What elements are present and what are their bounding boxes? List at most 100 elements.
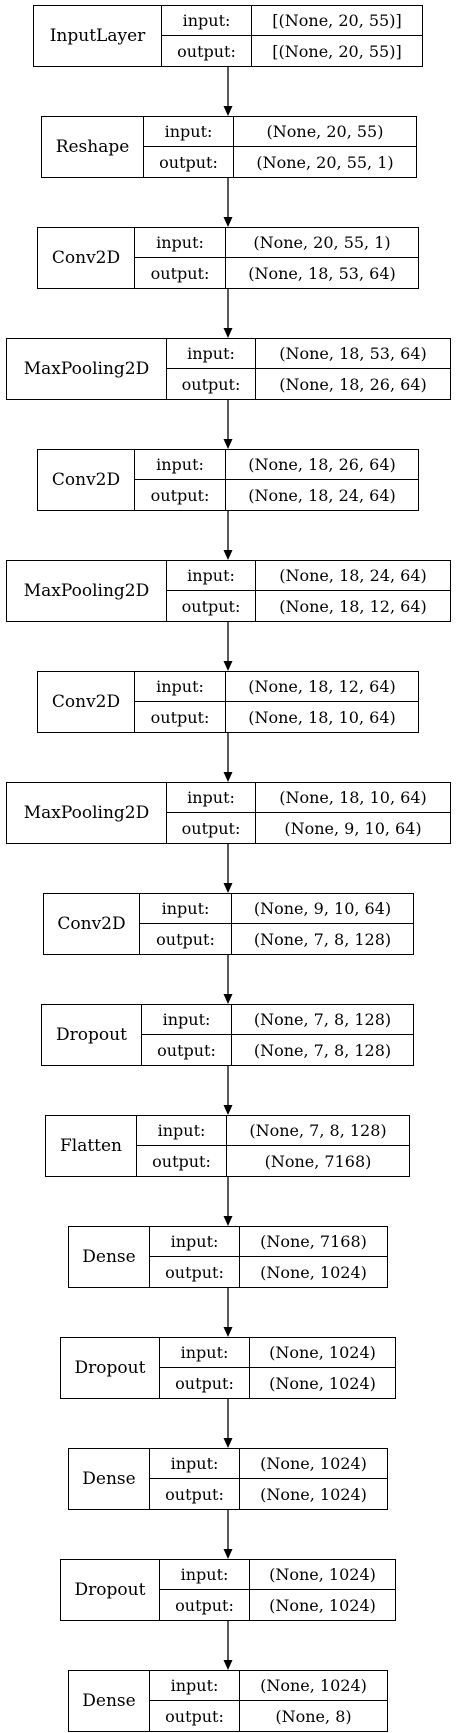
input-shape: (None, 7, 8, 128)	[232, 1005, 413, 1035]
input-shape: (None, 1024)	[250, 1338, 395, 1368]
output-shape: (None, 7168)	[264, 1151, 372, 1171]
arrowhead-icon	[223, 1216, 233, 1226]
arrowhead-icon	[223, 661, 233, 671]
input-shape: (None, 1024)	[240, 1449, 387, 1479]
layer-type: MaxPooling2D	[7, 561, 167, 621]
input-label: input:	[167, 561, 256, 591]
output-label: output:	[150, 1479, 240, 1509]
layer-type: InputLayer	[34, 6, 162, 66]
input-shape: (None, 20, 55)	[234, 117, 416, 147]
output-label: output:	[140, 924, 232, 954]
output-label: output:	[150, 1701, 240, 1731]
input-shape: (None, 18, 26, 64)	[226, 450, 418, 480]
layer-type: Conv2D	[38, 672, 135, 732]
arrowhead-icon	[223, 217, 233, 227]
output-shape: (None, 1024)	[269, 1373, 376, 1393]
output-shape: (None, 8)	[275, 1706, 352, 1726]
input-shape: (None, 7168)	[240, 1227, 387, 1257]
output-label: output:	[167, 369, 256, 399]
input-label: input:	[135, 672, 226, 702]
layer-type: Flatten	[46, 1116, 137, 1176]
output-shape: (None, 18, 26, 64)	[279, 374, 427, 394]
output-shape: (None, 9, 10, 64)	[284, 818, 422, 838]
input-label: input:	[144, 117, 234, 147]
input-label: input:	[167, 339, 256, 369]
input-shape: (None, 18, 24, 64)	[256, 561, 450, 591]
output-shape: (None, 1024)	[260, 1262, 367, 1282]
output-label: output:	[135, 702, 226, 732]
layer-type: Dense	[69, 1227, 150, 1287]
layer-type: MaxPooling2D	[7, 783, 167, 843]
input-shape: [(None, 20, 55)]	[252, 6, 422, 36]
layer-type: Conv2D	[38, 450, 135, 510]
arrowhead-icon	[223, 772, 233, 782]
input-label: input:	[150, 1227, 240, 1257]
arrowhead-icon	[223, 994, 233, 1004]
input-label: input:	[142, 1005, 232, 1035]
input-shape: (None, 18, 10, 64)	[256, 783, 450, 813]
input-shape: (None, 9, 10, 64)	[232, 894, 413, 924]
output-shape: (None, 7, 8, 128)	[253, 929, 392, 949]
input-label: input:	[167, 783, 256, 813]
layer-type: Dropout	[42, 1005, 142, 1065]
output-shape: (None, 1024)	[269, 1595, 376, 1615]
output-label: output:	[142, 1035, 232, 1065]
arrowhead-icon	[223, 439, 233, 449]
input-label: input:	[135, 228, 226, 258]
input-label: input:	[160, 1560, 250, 1590]
output-label: output:	[162, 36, 252, 66]
output-label: output:	[167, 813, 256, 843]
output-label: output:	[160, 1590, 250, 1620]
input-shape: (None, 18, 12, 64)	[226, 672, 418, 702]
input-label: input:	[135, 450, 226, 480]
layer-type: Dense	[69, 1671, 150, 1731]
input-label: input:	[160, 1338, 250, 1368]
arrowhead-icon	[223, 1549, 233, 1559]
arrowhead-icon	[223, 1660, 233, 1670]
output-shape: (None, 18, 12, 64)	[279, 596, 427, 616]
input-shape: (None, 7, 8, 128)	[227, 1116, 409, 1146]
output-shape: (None, 1024)	[260, 1484, 367, 1504]
layer-type: Conv2D	[38, 228, 135, 288]
output-shape: (None, 7, 8, 128)	[253, 1040, 392, 1060]
layer-type: Dense	[69, 1449, 150, 1509]
output-label: output:	[135, 258, 226, 288]
layer-type: MaxPooling2D	[7, 339, 167, 399]
output-label: output:	[135, 480, 226, 510]
layer-type: Reshape	[42, 117, 144, 177]
arrowhead-icon	[223, 328, 233, 338]
output-label: output:	[160, 1368, 250, 1398]
input-label: input:	[150, 1671, 240, 1701]
output-shape: (None, 20, 55, 1)	[256, 152, 394, 172]
input-shape: (None, 20, 55, 1)	[226, 228, 418, 258]
arrowhead-icon	[223, 1105, 233, 1115]
input-label: input:	[162, 6, 252, 36]
arrowhead-icon	[223, 1438, 233, 1448]
layer-type: Conv2D	[44, 894, 140, 954]
output-shape: (None, 18, 24, 64)	[248, 485, 396, 505]
output-label: output:	[167, 591, 256, 621]
arrowhead-icon	[223, 883, 233, 893]
output-shape: (None, 18, 10, 64)	[248, 707, 396, 727]
input-label: input:	[137, 1116, 227, 1146]
layer-type: Dropout	[61, 1338, 160, 1398]
output-label: output:	[137, 1146, 227, 1176]
input-label: input:	[140, 894, 232, 924]
